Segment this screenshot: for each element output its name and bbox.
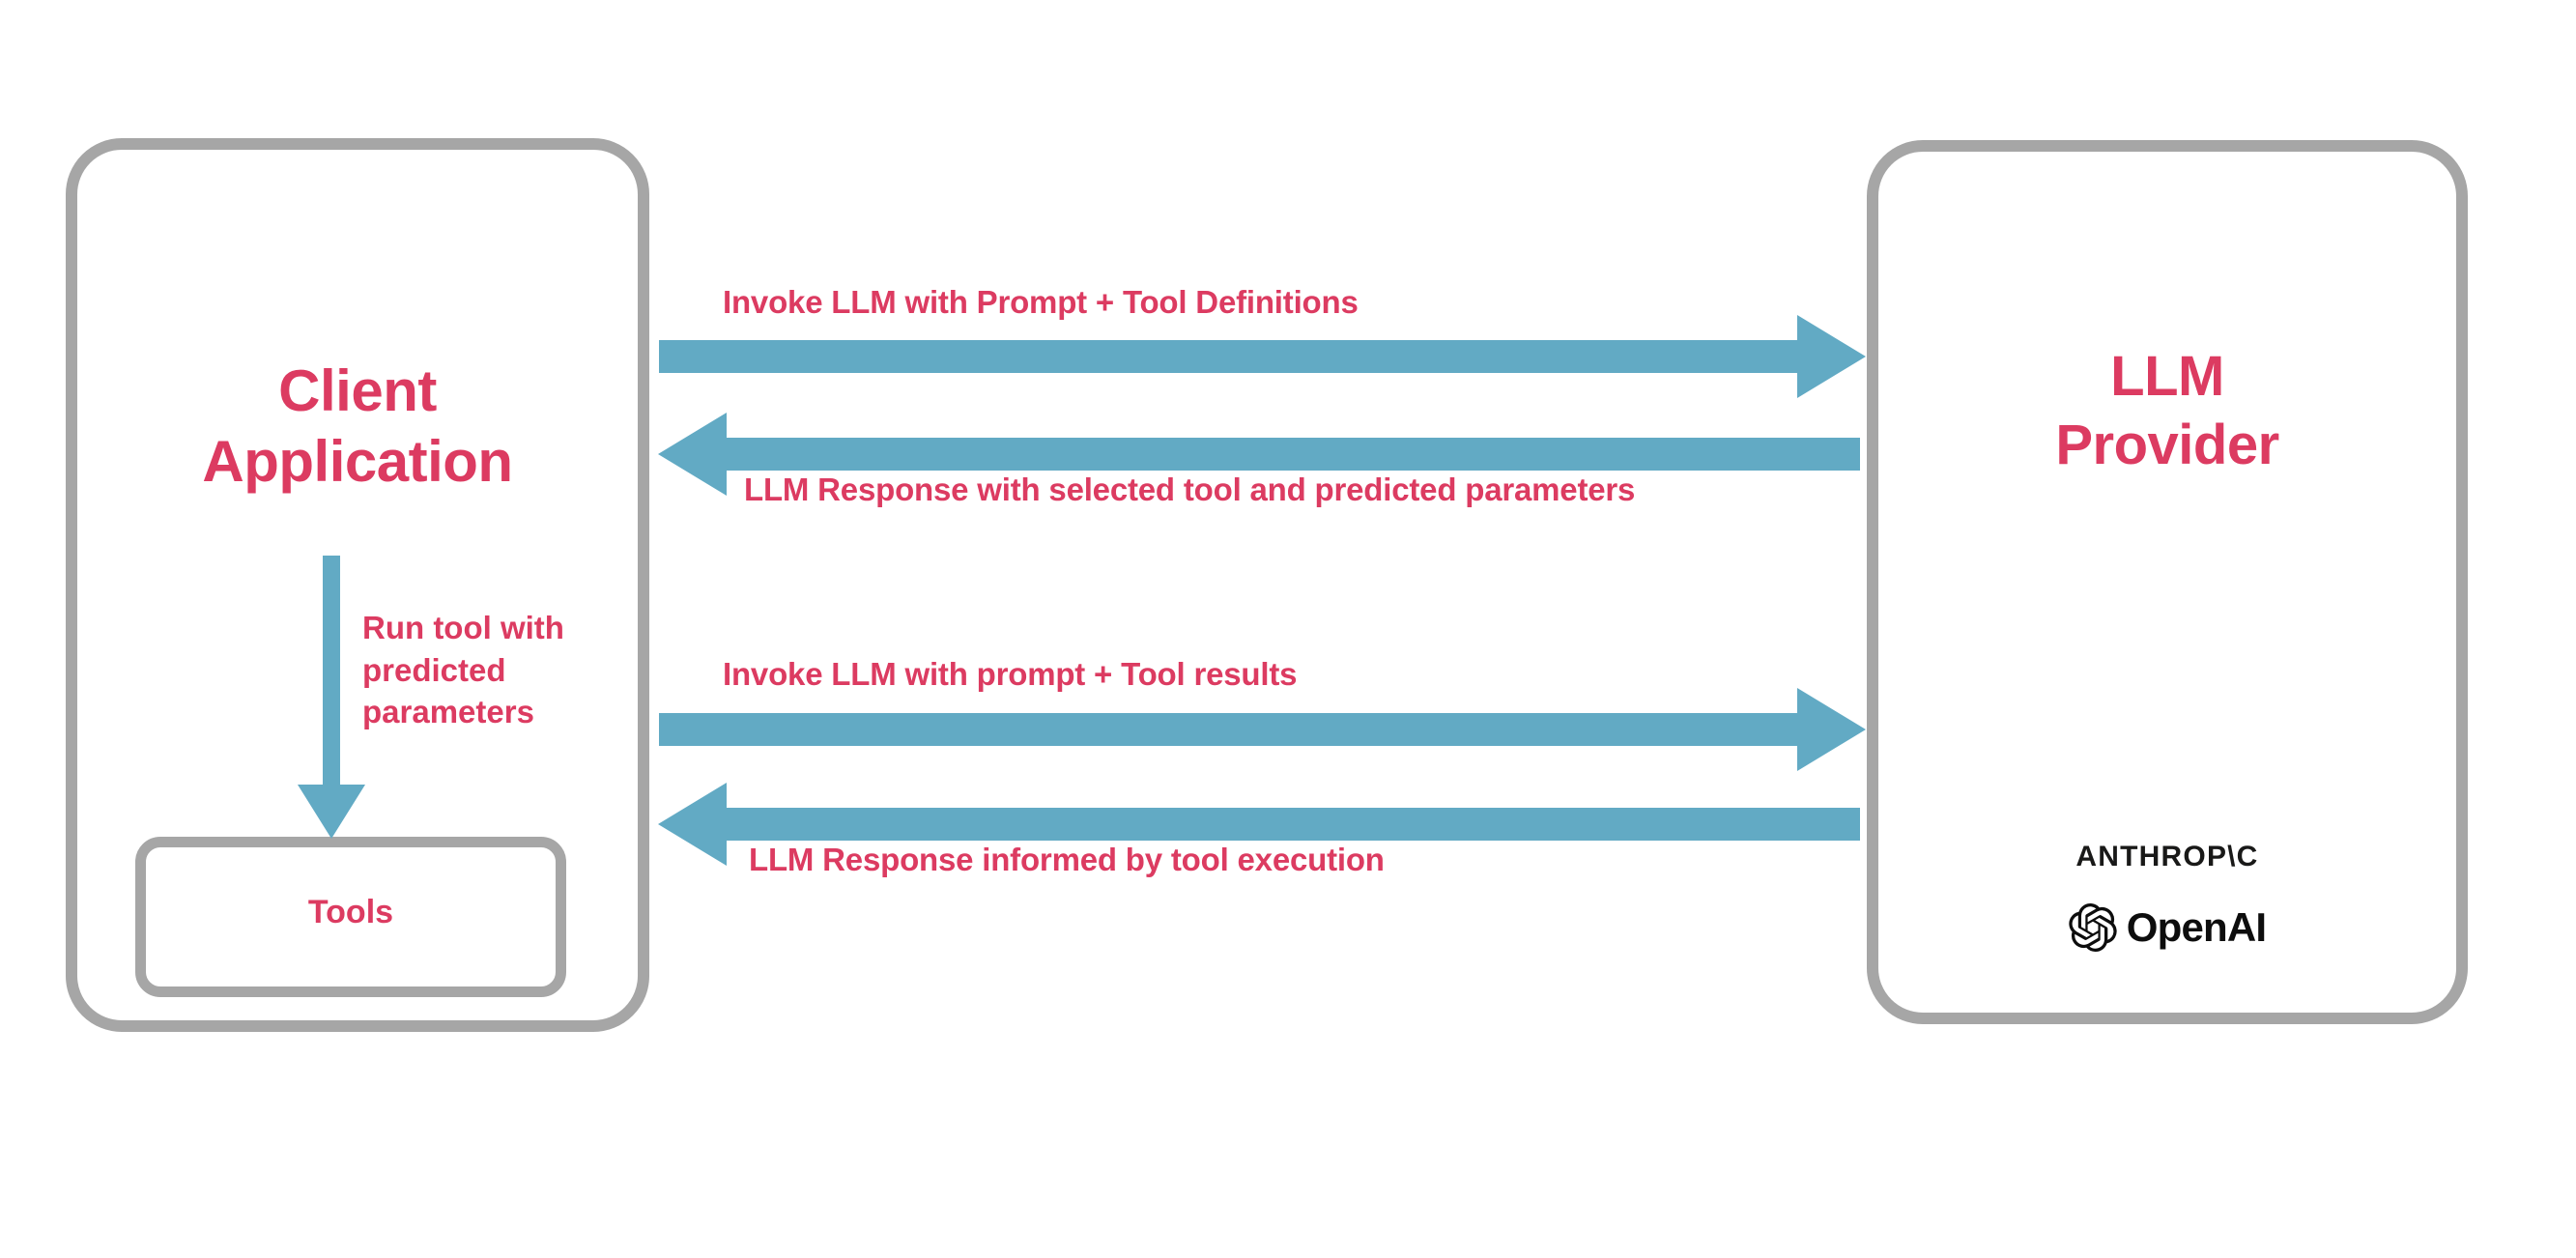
llm-provider-box bbox=[1867, 140, 2468, 1024]
arrow-invoke-1 bbox=[659, 315, 1866, 398]
flow-label-response-2: LLM Response informed by tool execution bbox=[749, 842, 1385, 877]
openai-wordmark: OpenAI bbox=[2126, 904, 2267, 950]
flow-label-response-1: LLM Response with selected tool and pred… bbox=[744, 472, 1636, 507]
openai-mark-icon bbox=[2069, 903, 2117, 952]
anthropic-logo: ANTHROP\C bbox=[2075, 841, 2259, 872]
flow-label-run-tool: Run tool with predicted parameters bbox=[362, 610, 564, 730]
flow-label-invoke-1: Invoke LLM with Prompt + Tool Definition… bbox=[723, 284, 1359, 320]
arrow-invoke-2 bbox=[659, 688, 1866, 771]
llm-provider-title: LLM Provider bbox=[2055, 345, 2279, 476]
flow-label-invoke-2: Invoke LLM with prompt + Tool results bbox=[723, 656, 1298, 692]
client-application-title: Client Application bbox=[202, 358, 513, 495]
tools-label: Tools bbox=[307, 894, 394, 930]
tools-box bbox=[135, 837, 566, 997]
openai-logo-group: OpenAI bbox=[1867, 903, 2468, 952]
